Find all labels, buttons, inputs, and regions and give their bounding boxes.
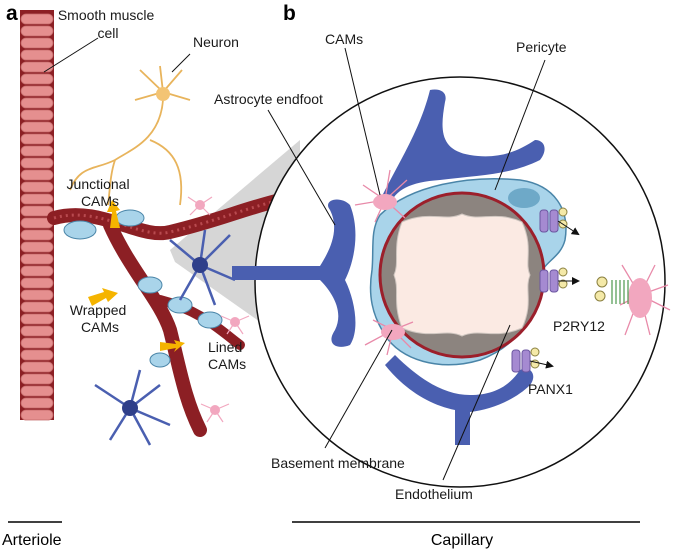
yellow-arrows <box>88 200 185 352</box>
label-pericyte: Pericyte <box>516 39 567 55</box>
label-panx1: PANX1 <box>528 381 573 397</box>
smooth-muscle-ring <box>20 253 54 265</box>
smooth-muscle-ring <box>20 49 54 61</box>
smooth-muscle-ring <box>20 157 54 169</box>
smooth-muscle-ring <box>20 241 54 253</box>
leader-endothelium <box>442 324 511 481</box>
smooth-muscle-ring <box>20 373 54 385</box>
label-astrocyte-endfoot: Astrocyte endfoot <box>214 91 323 107</box>
leader-pericyte <box>494 59 546 191</box>
leader-cams <box>344 47 381 196</box>
smooth-muscle-ring <box>20 277 54 289</box>
smooth-muscle-ring <box>20 325 54 337</box>
panel-b-letter: b <box>283 2 296 25</box>
neuron <box>69 65 191 206</box>
smooth-muscle-ring <box>20 13 54 25</box>
label-arteriole: Arteriole <box>2 532 62 549</box>
smooth-muscle-ring <box>20 145 54 157</box>
smooth-muscle-rings <box>20 13 54 421</box>
smooth-muscle-ring <box>20 349 54 361</box>
smooth-muscle-ring <box>20 61 54 73</box>
leader-basement-membrane <box>324 329 393 449</box>
vessel-lumen <box>393 213 531 337</box>
cams-a <box>187 196 250 423</box>
smooth-muscle-ring <box>20 181 54 193</box>
smooth-muscle-ring <box>20 229 54 241</box>
pericytes-a <box>63 209 223 368</box>
cam-bodies-b <box>373 194 652 340</box>
smooth-muscle-ring <box>20 265 54 277</box>
smooth-muscle-ring <box>20 385 54 397</box>
smooth-muscle-ring <box>20 193 54 205</box>
smooth-muscle-ring <box>20 409 54 421</box>
smooth-muscle-ring <box>20 25 54 37</box>
smooth-muscle-ring <box>20 97 54 109</box>
smooth-muscle-ring <box>20 169 54 181</box>
smooth-muscle-ring <box>20 205 54 217</box>
pericyte-nucleus <box>508 188 540 208</box>
atp-molecules <box>594 276 608 302</box>
smooth-muscle-ring <box>20 289 54 301</box>
label-wrapped-cams: Wrapped CAMs <box>70 302 130 335</box>
label-endothelium: Endothelium <box>395 486 473 502</box>
smooth-muscle-ring <box>20 73 54 85</box>
smooth-muscle-ring <box>20 133 54 145</box>
label-smooth-muscle: Smooth muscle cell <box>58 7 158 41</box>
astrocyte-endfeet <box>232 89 545 445</box>
astrocyte-a-bottom <box>94 369 171 446</box>
leader-neuron <box>171 53 191 73</box>
label-p2ry12: P2RY12 <box>553 318 605 334</box>
label-capillary: Capillary <box>431 532 493 549</box>
smooth-muscle-ring <box>20 301 54 313</box>
smooth-muscle-ring <box>20 313 54 325</box>
p2ry12-receptor <box>611 280 629 304</box>
smooth-muscle-ring <box>20 37 54 49</box>
smooth-muscle-ring <box>20 109 54 121</box>
leader-astrocyte-endfoot <box>267 109 336 226</box>
label-basement-membrane: Basement membrane <box>271 455 405 471</box>
smooth-muscle-ring <box>20 337 54 349</box>
label-neuron: Neuron <box>193 34 239 50</box>
panel-a-letter: a <box>6 2 18 25</box>
smooth-muscle-ring <box>20 121 54 133</box>
label-junctional-cams: Junctional CAMs <box>67 176 134 209</box>
leader-smooth-muscle <box>43 37 99 73</box>
cam-bodies-a <box>195 200 240 415</box>
smooth-muscle-ring <box>20 85 54 97</box>
smooth-muscle-ring <box>20 397 54 409</box>
smooth-muscle-ring <box>20 361 54 373</box>
label-lined-cams: Lined CAMs <box>208 339 246 372</box>
panx1-channels <box>511 207 580 373</box>
astrocyte-a-top <box>169 229 236 306</box>
label-cams: CAMs <box>325 31 363 47</box>
cams-b <box>354 169 671 356</box>
